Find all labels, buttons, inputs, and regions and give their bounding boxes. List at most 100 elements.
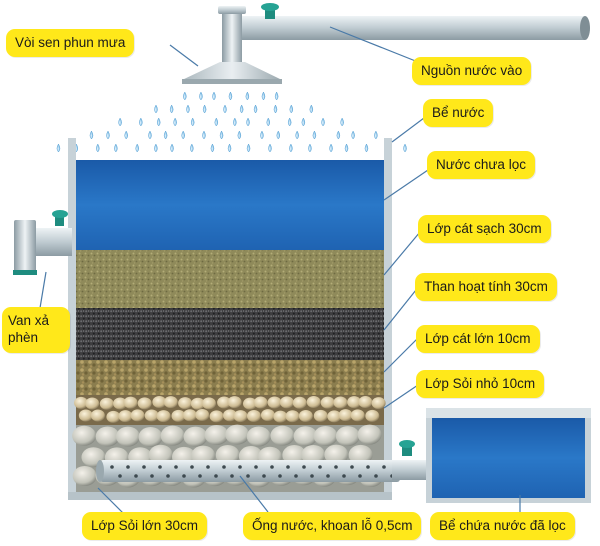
pipe-hole [230,474,234,478]
pebble [130,409,145,422]
pipe-hole [118,474,122,478]
pebble [74,396,89,409]
pebble [306,396,321,409]
water-drop-icon [312,130,317,140]
water-drop-icon [202,130,206,140]
pebble [279,396,294,409]
water-drop-icon [106,130,110,140]
water-drop-icon [169,104,174,114]
water-drop-icon [289,143,293,153]
pebble [227,396,242,409]
water-drop-icon [233,117,237,127]
shower-head-icon [182,62,282,84]
pebble [99,397,114,410]
water-drop-icon [374,130,378,140]
water-drop-icon [287,117,292,127]
pebble [123,396,138,409]
pipe-hole [310,474,314,478]
perforated-pipe [96,460,400,482]
label-clean-sand: Lớp cát sạch 30cm [418,215,551,243]
pebble [285,410,300,423]
label-unfiltered-water: Nước chưa lọc [427,151,535,179]
water-drop-icon [214,117,219,127]
clean-sand-layer [76,250,384,308]
pipe-hole [158,465,162,469]
large-pebble [204,424,229,445]
water-drop-icon [170,143,174,153]
water-drop-icon [154,143,158,153]
large-pebble [270,425,295,446]
large-pebble [95,426,120,447]
pipe-hole [374,474,378,478]
pipe-hole [246,474,250,478]
pebble [267,396,282,409]
pebble [242,397,257,410]
water-drop-icon [289,104,294,114]
pipe-hole [190,465,194,469]
pipe-hole [278,474,282,478]
water-drop-icon [135,143,139,153]
large-pebble [357,424,382,445]
water-drop-icon [183,91,187,101]
pebble [85,397,100,410]
water-drop-icon [199,91,203,101]
pebble [327,410,342,423]
pipe-hole [166,474,170,478]
pebble [217,396,232,409]
pipe-hole [238,465,242,469]
water-drop-icon [223,104,227,114]
pebble [298,409,313,422]
pebble [137,397,152,410]
large-pebble [348,444,373,465]
coarse-sand-layer [76,360,384,395]
label-water-source: Nguồn nước vào [412,57,532,85]
water-drop-icon [219,130,224,140]
water-drop-icon [190,117,195,127]
pebble [209,410,224,423]
pipe-hole [110,465,114,469]
label-shower: Vòi sen phun mưa [6,29,135,57]
pipe-hole [174,465,178,469]
pebble [350,409,365,422]
pipe-hole [294,474,298,478]
pebble [313,409,328,422]
water-drop-icon [96,143,100,153]
pebble [90,409,105,422]
pebble [338,409,353,422]
pebble [113,397,128,410]
water-drop-icon [336,130,341,140]
water-layer [76,160,384,250]
pebble [292,396,307,409]
pebble [246,409,261,422]
pipe-hole [318,465,322,469]
pipe-hole [342,474,346,478]
large-pebble [225,424,250,445]
water-drops [56,91,407,153]
water-drop-icon [295,130,299,140]
pipe-hole [150,474,154,478]
pipe-hole [382,465,386,469]
water-drop-icon [89,130,94,140]
pebble [171,409,186,422]
water-drop-icon [114,143,118,153]
water-drop-icon [301,117,306,127]
pebble [190,397,205,410]
water-drop-icon [351,130,355,140]
water-drop-icon [154,104,158,114]
water-drop-icon [253,104,258,114]
pipe-hole [134,474,138,478]
pipe-hole [334,465,338,469]
water-drop-icon [245,91,250,101]
pipe-hole [182,474,186,478]
water-drop-icon [148,130,152,140]
water-drop-icon [308,143,312,153]
water-drop-icon [239,104,244,114]
pebble [273,410,288,423]
water-drop-icon [212,91,216,101]
water-drop-icon [344,143,349,153]
large-pebble [335,426,360,447]
water-drop-icon [202,104,207,114]
pebble [163,396,178,409]
water-drop-icon [190,143,194,153]
